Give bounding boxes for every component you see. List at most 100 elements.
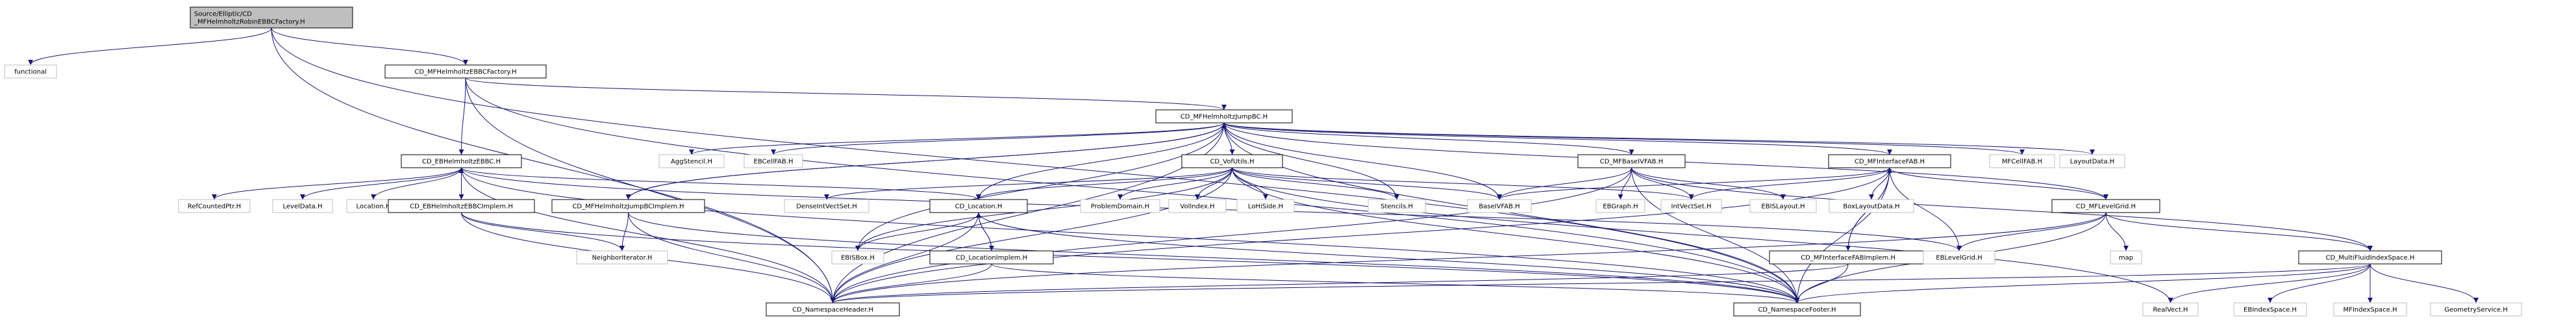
node-label: EBISLayout.H — [1761, 203, 1805, 211]
edge-locationimpl-to-nsfooter — [991, 263, 1800, 304]
edge-root-to-functional — [28, 27, 272, 66]
node-label: EBISBox.H — [841, 255, 875, 262]
node-box — [551, 199, 705, 213]
node-label: VolIndex.H — [1180, 203, 1214, 211]
node-realvect: RealVect.H — [2142, 302, 2199, 317]
node-mfcellfab: MFCellFAB.H — [1989, 154, 2055, 168]
node-mfbaseivfab[interactable]: CD_MFBaseIVFAB.H — [1577, 154, 1686, 168]
node-box — [2333, 302, 2407, 317]
node-geometryservice: GeometryService.H — [2430, 302, 2522, 317]
node-volindex: VolIndex.H — [1168, 199, 1227, 213]
node-label: LevelData.H — [283, 203, 323, 211]
node-box — [1733, 302, 1861, 317]
node-box — [1749, 199, 1817, 213]
node-box — [2142, 302, 2199, 317]
edge-locationimpl-to-location — [976, 212, 992, 252]
node-mflevelgrid[interactable]: CD_MFLevelGrid.H — [2051, 199, 2160, 213]
node-label: CD_EBHelmholtzEBBCImplem.H — [410, 203, 513, 211]
node-root[interactable]: Source/Elliptic/CD_MFHelmholtzRobinEBBCF… — [190, 6, 353, 29]
node-label: LayoutData.H — [2070, 159, 2115, 166]
node-label: CD_Location.H — [955, 203, 1003, 211]
edge-mfbaseivfab-to-baseivfab — [1497, 167, 1632, 200]
edge-ebhelmebbc-to-nsheader — [461, 167, 836, 304]
node-label: BaseIVFAB.H — [1479, 203, 1519, 211]
node-box — [2110, 250, 2142, 265]
node-box — [929, 199, 1028, 213]
node-box — [1828, 154, 1951, 168]
file-nodes: Source/Elliptic/CD_MFHelmholtzRobinEBBCF… — [4, 6, 2522, 317]
edge-jumpbc-to-mfbaseivfab — [1223, 122, 1634, 155]
edge-mfinterfacefab-to-eblevelgrid — [1889, 167, 1962, 252]
node-multifluid[interactable]: CD_MultiFluidIndexSpace.H — [2298, 250, 2442, 265]
node-ebbcfactory[interactable]: CD_MFHelmholtzEBBCFactory.H — [384, 64, 547, 79]
edge-ebbcfactory-to-nsheader — [465, 77, 836, 304]
node-jumpbc[interactable]: CD_MFHelmholtzJumpBC.H — [1155, 109, 1293, 124]
node-box — [1660, 199, 1722, 213]
edge-vofutils-to-baseivfab — [1232, 167, 1502, 200]
edge-jumpbc-to-ebisbox — [855, 122, 1225, 252]
edge-jumpbc-to-stencils — [1223, 122, 1399, 200]
node-label: BoxLayoutData.H — [1843, 203, 1899, 211]
edge-multifluid-to-ebindexspace — [2268, 263, 2371, 304]
node-mfinterfacefab[interactable]: CD_MFInterfaceFAB.H — [1828, 154, 1951, 168]
edge-mfbaseivfab-to-nsfooter — [1631, 167, 1800, 304]
node-label: CD_MFLevelGrid.H — [2076, 203, 2136, 211]
node-location[interactable]: CD_Location.H — [929, 199, 1028, 213]
node-densevect: DenseIntVectSet.H — [784, 199, 869, 213]
node-jumpbcimpl[interactable]: CD_MFHelmholtzJumpBCImplem.H — [551, 199, 705, 213]
node-neighboriter: NeighborIterator.H — [576, 250, 668, 265]
edge-mfbaseivfab-to-nsheader — [830, 167, 1632, 304]
node-label: NeighborIterator.H — [592, 255, 653, 262]
edge-jumpbcimpl-to-neighboriter — [619, 212, 629, 252]
node-ebisbox: EBISBox.H — [831, 250, 884, 265]
node-ebgraph: EBGraph.H — [1595, 199, 1645, 213]
edge-location-to-ebisbox — [855, 212, 979, 252]
edge-vofutils-to-nsheader — [830, 167, 1232, 304]
edge-jumpbc-to-mfcellfab — [1223, 122, 2025, 155]
edge-vofutils-to-volindex — [1195, 167, 1232, 200]
node-box — [1368, 199, 1426, 213]
node-label: CD_LocationImplem.H — [956, 255, 1027, 262]
edge-jumpbcimpl-to-nsheader — [628, 212, 836, 304]
node-nsfooter[interactable]: CD_NamespaceFooter.H — [1733, 302, 1861, 317]
node-label: map — [2119, 255, 2133, 262]
edge-multifluid-to-geometryservice — [2370, 263, 2479, 304]
node-label: AggStencil.H — [671, 159, 712, 166]
node-nsheader[interactable]: CD_NamespaceHeader.H — [766, 302, 900, 317]
node-label: DenseIntVectSet.H — [796, 203, 857, 211]
edge-root-to-ebbcfactory — [271, 27, 468, 66]
node-box — [929, 250, 1054, 265]
node-locationimpl[interactable]: CD_LocationImplem.H — [929, 250, 1054, 265]
node-box — [2430, 302, 2522, 317]
node-box — [401, 154, 522, 168]
edge-location-to-nsfooter — [978, 212, 1800, 304]
node-ebhelmebbcimpl[interactable]: CD_EBHelmholtzEBBCImplem.H — [388, 199, 535, 213]
node-layoutdata: LayoutData.H — [2059, 154, 2125, 168]
node-mfinterfaceimpl[interactable]: CD_MFInterfaceFABImplem.H — [1769, 250, 1927, 265]
node-vofutils[interactable]: CD_VofUtils.H — [1181, 154, 1283, 168]
edge-vofutils-to-ebisbox — [855, 167, 1232, 252]
node-problemdomain: ProblemDomain.H — [1080, 199, 1160, 213]
node-label: EBCellFAB.H — [754, 159, 794, 166]
node-functional: functional — [4, 64, 57, 79]
node-label: Location.H — [356, 203, 391, 211]
node-label: RefCountedPtr.H — [188, 203, 241, 211]
node-label: functional — [14, 69, 47, 76]
edge-ebhelmebbcimpl-to-neighboriter — [461, 212, 625, 252]
node-box — [576, 250, 668, 265]
node-label: CD_MFInterfaceFAB.H — [1855, 159, 1925, 166]
edge-root-to-nsfooter — [271, 27, 1800, 304]
edge-multifluid-to-nsheader — [831, 263, 2371, 304]
node-label: CD_MFInterfaceFABImplem.H — [1801, 255, 1895, 262]
edge-ebbcfactory-to-nsfooter — [465, 77, 1800, 304]
node-box — [190, 6, 353, 29]
node-box — [784, 199, 869, 213]
edge-mfinterfaceimpl-to-nsfooter — [1794, 263, 1849, 304]
node-label: Source/Elliptic/CD — [194, 11, 252, 18]
node-box — [2051, 199, 2160, 213]
edge-ebhelmebbcimpl-to-nsfooter — [461, 212, 1800, 304]
node-ebhelmebbc[interactable]: CD_EBHelmholtzEBBC.H — [401, 154, 522, 168]
edge-jumpbc-to-baseivfab — [1223, 122, 1502, 200]
edge-mfinterfaceimpl-to-nsheader — [830, 263, 1849, 304]
edge-vofutils-to-problemdomain — [1118, 167, 1232, 200]
